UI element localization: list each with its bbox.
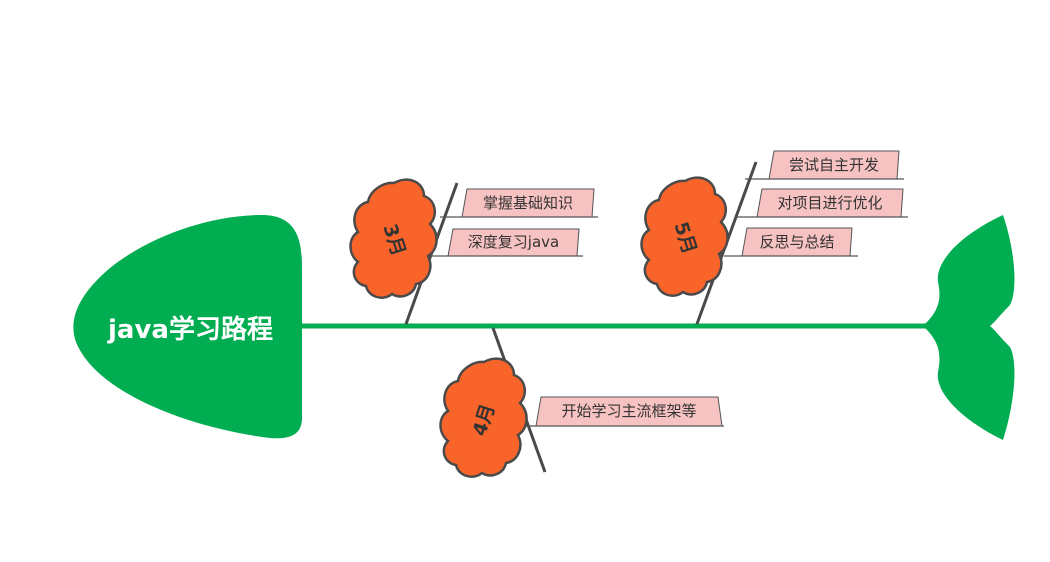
item-3月-1: 掌握基础知识 (482, 194, 573, 212)
diagram-title: java学习路程 (108, 315, 273, 345)
fish-head (73, 215, 303, 439)
fish-tail (923, 215, 1015, 440)
branch-3月-items (428, 188, 598, 257)
item-3月-2: 深度复习java (467, 233, 560, 251)
item-5月-3: 反思与总结 (759, 233, 835, 251)
item-5月-2: 对项目进行优化 (777, 194, 883, 212)
item-5月-1: 尝试自主开发 (788, 156, 879, 174)
branch-4月-items (525, 396, 724, 427)
cloud-4月 (439, 357, 528, 478)
item-4月-1: 开始学习主流框架等 (561, 402, 697, 420)
cloud-3月 (349, 178, 438, 299)
branch-5月-items (724, 150, 908, 257)
cloud-5月 (640, 176, 729, 297)
